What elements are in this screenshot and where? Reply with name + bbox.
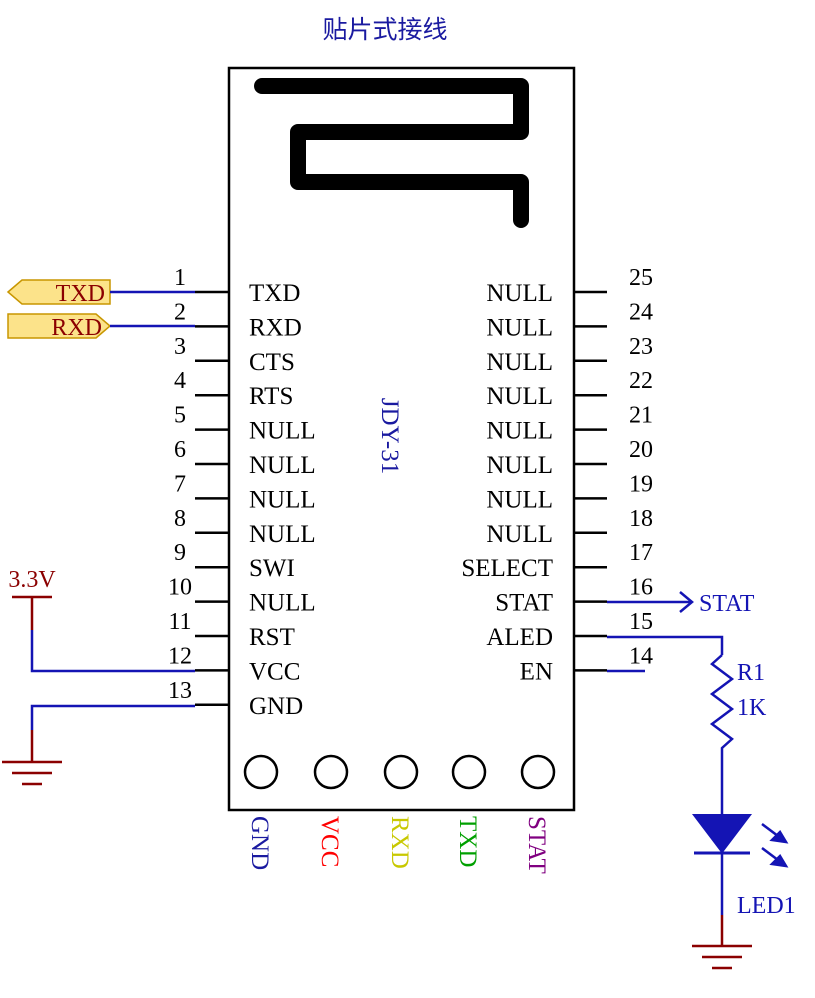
- stat-arrow: [679, 591, 694, 613]
- right-pin-number: 18: [629, 506, 653, 532]
- right-pin-name: NULL: [486, 349, 553, 376]
- left-pin-name: NULL: [249, 521, 316, 548]
- right-pin-name: STAT: [495, 590, 553, 617]
- bottom-label-stat: STAT: [523, 816, 550, 874]
- right-pin-number: 20: [629, 437, 653, 463]
- ground-symbol-right: [692, 944, 752, 970]
- ground-symbol-left: [2, 760, 62, 786]
- bottom-label-gnd: GND: [246, 816, 273, 870]
- pad-vcc: [313, 754, 349, 790]
- led-diode-symbol: [691, 814, 753, 854]
- right-pin-number: 21: [629, 403, 653, 429]
- resistor-ref: R1: [737, 660, 765, 686]
- bottom-label-rxd: RXD: [386, 816, 413, 869]
- right-pin-number: 14: [629, 643, 653, 669]
- left-pin-number: 11: [168, 609, 191, 635]
- led-emission-arrows: [761, 823, 789, 868]
- right-pin-group: 25NULL24NULL23NULL22NULL21NULL20NULL19NU…: [461, 265, 653, 685]
- left-pin-number: 1: [174, 265, 186, 291]
- right-pin-number: 16: [629, 575, 653, 601]
- left-pin-number: 9: [174, 540, 186, 566]
- bottom-label-vcc: VCC: [316, 816, 343, 867]
- rxd-port-symbol: [7, 313, 112, 339]
- right-pin-name: NULL: [486, 418, 553, 445]
- bottom-label-txd: TXD: [454, 816, 481, 867]
- left-pin-number: 7: [174, 471, 186, 497]
- power-label: 3.3V: [8, 567, 56, 593]
- left-pin-number: 13: [168, 678, 192, 704]
- left-pin-name: GND: [249, 693, 303, 720]
- rxd-port-label: RXD: [51, 315, 102, 341]
- module-name: JDY-31: [376, 398, 403, 474]
- right-pin-number: 24: [629, 299, 653, 325]
- left-pin-number: 6: [174, 437, 186, 463]
- left-pin-name: NULL: [249, 418, 316, 445]
- led-ref: LED1: [737, 893, 796, 919]
- left-pin-name: VCC: [249, 658, 300, 685]
- txd-port-label: TXD: [56, 281, 105, 307]
- diagram-title: 贴片式接线: [322, 15, 447, 44]
- right-pin-name: NULL: [486, 452, 553, 479]
- left-pin-name: SWI: [249, 555, 295, 582]
- right-pin-name: NULL: [486, 314, 553, 341]
- pad-gnd: [243, 754, 279, 790]
- left-pin-name: TXD: [249, 280, 300, 307]
- right-pin-number: 22: [629, 368, 653, 394]
- module-body: [227, 66, 576, 812]
- aled-wire: [607, 635, 724, 655]
- right-pin-number: 19: [629, 471, 653, 497]
- right-pin-name: ALED: [486, 624, 553, 651]
- pad-txd: [451, 754, 487, 790]
- left-pin-name: NULL: [249, 590, 316, 617]
- left-pin-name: NULL: [249, 452, 316, 479]
- left-pin-name: RST: [249, 624, 295, 651]
- gnd-wire: [30, 704, 195, 730]
- right-pin-number: 23: [629, 334, 653, 360]
- left-pin-name: CTS: [249, 349, 295, 376]
- left-pin-number: 2: [174, 299, 186, 325]
- right-pin-name: NULL: [486, 383, 553, 410]
- left-pin-group: 1TXD2RXD3CTS4RTS5NULL6NULL7NULL8NULL9SWI…: [168, 265, 316, 720]
- left-pin-number: 5: [174, 403, 186, 429]
- left-pin-number: 3: [174, 334, 186, 360]
- left-pin-number: 10: [168, 575, 192, 601]
- right-pin-number: 25: [629, 265, 653, 291]
- bottom-pads: [243, 754, 556, 790]
- left-pin-number: 8: [174, 506, 186, 532]
- vcc-wire: [30, 630, 195, 673]
- right-pin-name: NULL: [486, 280, 553, 307]
- stat-port-label: STAT: [699, 591, 755, 617]
- right-pin-name: EN: [520, 658, 553, 685]
- left-pin-number: 12: [168, 643, 192, 669]
- left-pin-name: RXD: [249, 314, 302, 341]
- right-pin-name: NULL: [486, 486, 553, 513]
- right-pin-name: SELECT: [461, 555, 553, 582]
- left-pin-name: RTS: [249, 383, 293, 410]
- left-pin-number: 4: [174, 368, 186, 394]
- pad-rxd: [383, 754, 419, 790]
- left-pin-name: NULL: [249, 486, 316, 513]
- pad-stat: [520, 754, 556, 790]
- right-pin-number: 17: [629, 540, 653, 566]
- resistor-value: 1K: [737, 695, 767, 721]
- antenna-trace: [254, 78, 529, 228]
- resistor-r1: [709, 654, 735, 770]
- right-pin-number: 15: [629, 609, 653, 635]
- right-pin-name: NULL: [486, 521, 553, 548]
